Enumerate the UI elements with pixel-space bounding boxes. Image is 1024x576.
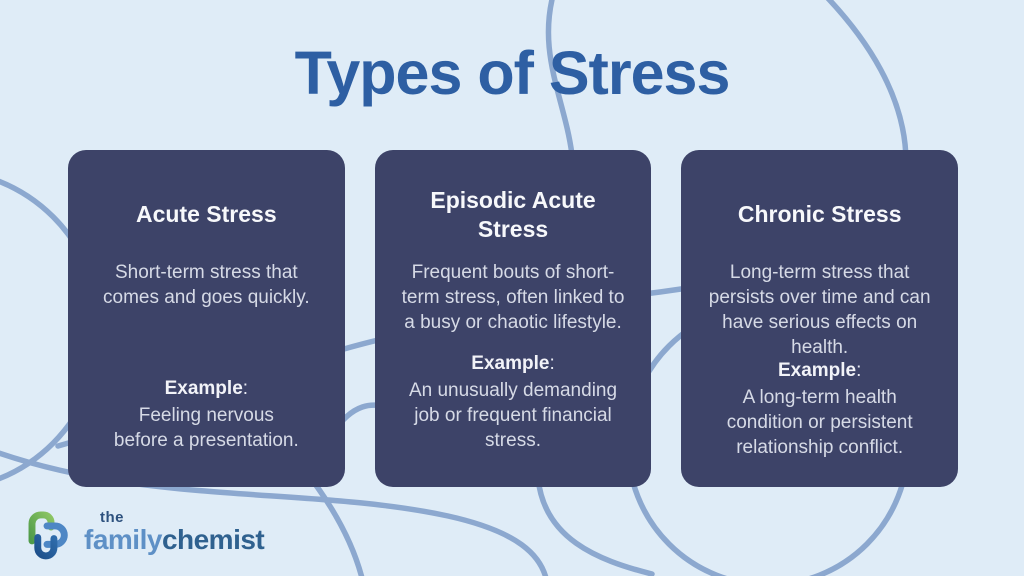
example-colon: : <box>856 360 862 382</box>
card-row: Acute Stress Short-term stress that come… <box>68 150 959 487</box>
card-description: Frequent bouts of short-term stress, oft… <box>401 262 625 334</box>
example-text: Feeling nervous before a presentation. <box>113 404 299 451</box>
logo-wordmark: the familychemist <box>84 509 265 564</box>
card-example-block: Example: A long-term health condition or… <box>703 360 936 468</box>
example-label: Example <box>777 360 857 382</box>
example-label: Example <box>164 377 243 399</box>
example-colon: : <box>549 352 555 374</box>
logo-name-text: familychemist <box>84 524 265 555</box>
card-description: Long-term stress that persists over time… <box>708 262 931 359</box>
card-example-block: Example: An unusually demanding job or f… <box>397 353 630 461</box>
logo-the-text: the <box>100 509 124 526</box>
logo-family-text: family <box>84 524 162 555</box>
card-example-block: Example: Feeling nervous before a presen… <box>90 378 323 461</box>
example-text: An unusually demanding job or frequent f… <box>408 379 618 451</box>
card-episodic-acute-stress: Episodic Acute Stress Frequent bouts of … <box>374 150 652 487</box>
card-heading: Chronic Stress <box>737 201 902 228</box>
family-chemist-logo: the familychemist <box>18 504 265 564</box>
card-heading: Episodic Acute Stress <box>430 186 596 242</box>
page-title: Types of Stress <box>294 39 731 107</box>
example-text: A long-term health condition or persiste… <box>726 387 913 459</box>
example-colon: : <box>242 377 249 399</box>
logo-chemist-text: chemist <box>161 524 265 555</box>
card-acute-stress: Acute Stress Short-term stress that come… <box>68 150 345 487</box>
card-chronic-stress: Chronic Stress Long-term stress that per… <box>681 150 959 487</box>
card-description: Short-term stress that comes and goes qu… <box>103 262 310 309</box>
family-chemist-cross-icon <box>28 511 68 560</box>
card-heading: Acute Stress <box>136 201 277 228</box>
example-label: Example <box>471 352 550 374</box>
